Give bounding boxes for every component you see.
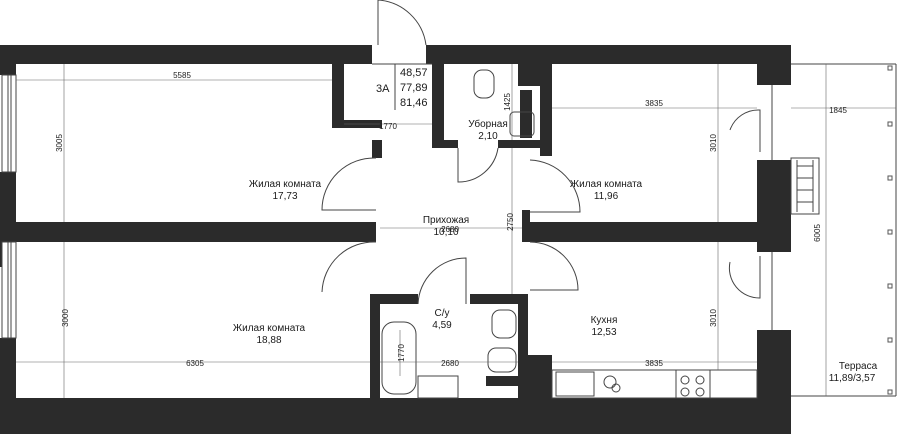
wall-wc-right3 [540, 64, 552, 156]
wall-wc-left [432, 64, 444, 148]
door-room2 [529, 159, 581, 213]
door-terrace2 [728, 256, 761, 299]
dim-label: 2680 [441, 359, 459, 368]
kitchen-counter [551, 369, 758, 399]
toilet-bath2 [487, 347, 517, 373]
window-left-bot [1, 241, 17, 339]
dim-label: 2680 [441, 225, 459, 234]
room-name-living-2: Жилая комната [570, 179, 643, 190]
door-wc [457, 147, 499, 183]
wall-wc-right2 [520, 90, 532, 138]
terrace [771, 63, 897, 397]
toilet-bath [491, 309, 517, 339]
dim-label: 5585 [173, 71, 191, 80]
dim-label: 3010 [709, 134, 718, 152]
door-entrance [377, 0, 427, 46]
room-area-living-1: 17,73 [272, 191, 297, 202]
room-name-terrace: Терраса [839, 361, 878, 372]
dim-label: 1425 [503, 93, 512, 111]
kitchen-stove [675, 369, 711, 399]
apartment-area-3: 81,46 [400, 97, 428, 109]
door-terrace1 [729, 109, 761, 152]
wall-top-mid [426, 45, 791, 64]
wall-wc-bottom-right [498, 140, 552, 148]
dim-label: 2750 [506, 213, 515, 231]
wall-storage-left [332, 64, 344, 126]
wall-bath-left [370, 294, 380, 398]
dim-label: 1770 [397, 344, 406, 362]
room-name-wc: Уборная [468, 118, 507, 130]
apartment-info: 3А 48,57 77,89 81,46 [372, 63, 432, 110]
dim-label: 6305 [186, 359, 204, 368]
wall-bath-top2 [470, 294, 522, 304]
wall-top-left [0, 45, 372, 64]
room-area-wc: 2,10 [478, 131, 498, 142]
dim-label: 1770 [379, 122, 397, 131]
dimension-lines [16, 64, 896, 398]
wall-bath-inner [486, 376, 528, 386]
room-area-living-3: 18,88 [256, 335, 281, 346]
room-name-hall: Прихожая [423, 215, 469, 226]
room-name-living-1: Жилая комната [249, 179, 322, 190]
room-name-living-3: Жилая комната [233, 323, 306, 334]
dim-label: 1845 [829, 106, 847, 115]
wall-bath-top [370, 294, 418, 304]
dimension-labels: 5585 3005 1770 1425 3835 1845 3010 6005 … [55, 71, 847, 368]
apartment-type: 3А [376, 83, 390, 95]
bathtub [381, 321, 417, 395]
fixtures [381, 69, 758, 399]
door-kitchen [529, 241, 579, 291]
toilet-wc [473, 69, 495, 99]
wall-wc-bottom-left [432, 140, 458, 148]
window-left-top [1, 74, 17, 173]
wall-right-top [757, 45, 791, 85]
doors [321, 0, 761, 305]
apartment-area-1: 48,57 [400, 67, 428, 79]
room-area-hall: 10,10 [433, 227, 458, 238]
wall-left-bot [0, 338, 16, 434]
bath-sink [417, 375, 459, 399]
door-room3 [321, 241, 377, 293]
room-area-kitchen: 12,53 [591, 327, 616, 338]
wall-right-mid [757, 160, 791, 252]
room-area-terrace: 11,89/3,57 [829, 373, 876, 384]
wall-left-top [0, 45, 16, 75]
room-area-living-2: 11,96 [594, 191, 619, 202]
wall-bottom [0, 398, 791, 434]
room-labels: Жилая комната 17,73 Жилая комната 11,96 … [233, 118, 878, 384]
dim-label: 3835 [645, 359, 663, 368]
kitchen-sink [555, 371, 595, 397]
door-room1 [321, 157, 377, 211]
sink-wc [509, 111, 535, 137]
dim-label: 3000 [61, 309, 70, 327]
room-name-kitchen: Кухня [591, 315, 618, 326]
wall-horizontal-mid-left [16, 222, 376, 242]
windows-left [1, 74, 17, 339]
walls [0, 45, 791, 434]
wall-kitchen-divider [528, 355, 552, 398]
wall-storage-bottom2 [372, 140, 382, 158]
dim-label: 3010 [709, 309, 718, 327]
apartment-area-2: 77,89 [400, 82, 428, 94]
terrace-bench [790, 157, 820, 215]
dim-label: 3835 [645, 99, 663, 108]
room-area-bath: 4,59 [432, 320, 452, 331]
dim-label: 3005 [55, 134, 64, 152]
terrace-railing-marks [887, 65, 893, 395]
wall-horizontal-mid-right [522, 222, 757, 242]
dim-label: 6005 [813, 224, 822, 242]
wall-right-bot [757, 330, 791, 434]
door-bath [417, 257, 467, 305]
wall-corridor-right [522, 210, 530, 242]
wall-bath-right [518, 294, 528, 398]
room-name-bath: С/у [435, 308, 450, 319]
